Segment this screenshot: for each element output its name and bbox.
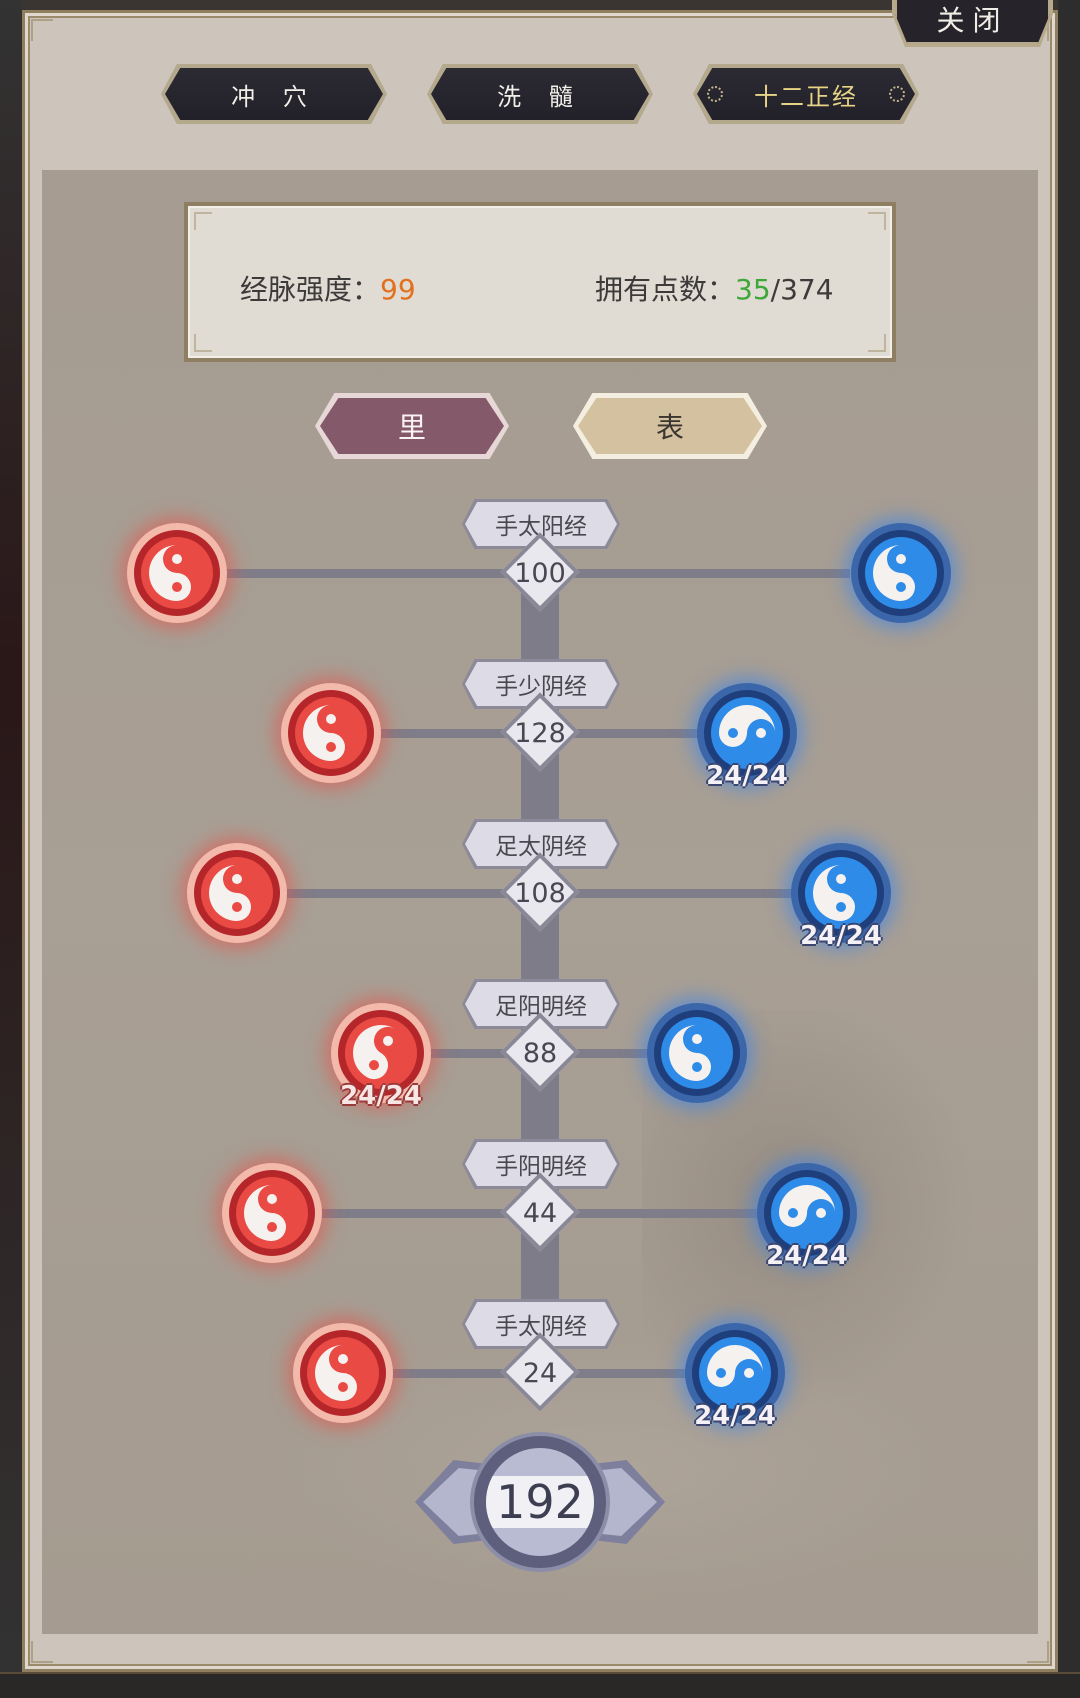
yin-node[interactable] xyxy=(293,1323,393,1423)
corner-ornament xyxy=(194,212,212,230)
badge-circle: 192 xyxy=(470,1432,610,1572)
points-label: 拥有点数： xyxy=(595,273,736,306)
meridian-value: 108 xyxy=(514,877,566,909)
yin-yang-icon xyxy=(865,537,937,609)
bottom-dialog-strip xyxy=(0,1672,1080,1698)
yang-node[interactable]: 24/24 xyxy=(685,1323,785,1431)
yin-yang-icon xyxy=(345,1017,417,1089)
toggle-biao-button[interactable]: 表 xyxy=(573,393,767,459)
yang-node[interactable] xyxy=(647,1003,747,1103)
toggle-label: 里 xyxy=(320,398,504,454)
meridian-row: 手太阳经 100 xyxy=(0,499,1080,642)
tab-chongxue[interactable]: 冲 穴 xyxy=(161,64,387,124)
meridian-row: 手阳明经 44 24/24 xyxy=(0,1139,1080,1282)
meridian-value: 100 xyxy=(514,557,566,589)
yang-node[interactable]: 24/24 xyxy=(791,843,891,951)
yin-yang-icon xyxy=(771,1177,843,1249)
yin-yang-icon xyxy=(307,1337,379,1409)
meridian-row: 手太阴经 24 24/24 xyxy=(0,1299,1080,1442)
meridian-value: 24 xyxy=(522,1357,558,1389)
tab-bar: 冲 穴 洗 髓 十二正经 xyxy=(0,64,1080,124)
yin-yang-icon xyxy=(201,857,273,929)
meridian-value: 128 xyxy=(514,717,566,749)
corner-ornament xyxy=(868,212,886,230)
corner-ornament xyxy=(31,19,53,41)
strength-value: 99 xyxy=(380,273,416,306)
corner-ornament xyxy=(868,334,886,352)
yin-yang-icon xyxy=(805,857,877,929)
yin-yang-icon xyxy=(141,537,213,609)
tab-twelve-meridians[interactable]: 十二正经 xyxy=(693,64,919,124)
node-progress: 24/24 xyxy=(340,1081,422,1111)
node-progress: 24/24 xyxy=(766,1241,848,1271)
total-value-badge: 192 xyxy=(415,1432,665,1572)
yin-node[interactable]: 24/24 xyxy=(331,1003,431,1111)
strength-label: 经脉强度： xyxy=(240,273,381,306)
background-left-edge xyxy=(0,0,22,1698)
yang-node[interactable]: 24/24 xyxy=(697,683,797,791)
meridian-row: 手少阴经 128 24/24 xyxy=(0,659,1080,802)
node-progress: 24/24 xyxy=(706,761,788,791)
yin-node[interactable] xyxy=(222,1163,322,1263)
node-progress: 24/24 xyxy=(694,1401,776,1431)
total-value: 192 xyxy=(486,1475,594,1529)
toggle-label: 表 xyxy=(578,398,762,454)
meridian-row: 足阳明经 88 24/24 xyxy=(0,979,1080,1122)
meridian-value: 44 xyxy=(522,1197,558,1229)
yang-node[interactable] xyxy=(851,523,951,623)
yin-node[interactable] xyxy=(127,523,227,623)
meridian-row: 足太阴经 108 24/24 xyxy=(0,819,1080,962)
flower-ornament-icon xyxy=(889,86,905,102)
yin-yang-icon xyxy=(236,1177,308,1249)
toggle-li-button[interactable]: 里 xyxy=(315,393,509,459)
points-current: 35 xyxy=(735,273,771,306)
close-button[interactable]: 关闭 xyxy=(895,0,1050,44)
meridian-strength: 经脉强度：99 xyxy=(240,268,416,308)
yin-node[interactable] xyxy=(281,683,381,783)
yang-node[interactable]: 24/24 xyxy=(757,1163,857,1271)
tab-label: 十二正经 xyxy=(697,68,915,120)
owned-points: 拥有点数：35/374 xyxy=(595,268,834,308)
meridian-value: 88 xyxy=(522,1037,558,1069)
points-total: /374 xyxy=(770,273,834,306)
tab-label: 冲 穴 xyxy=(165,68,383,120)
yin-yang-icon xyxy=(711,697,783,769)
yin-yang-icon xyxy=(699,1337,771,1409)
tab-xisui[interactable]: 洗 髓 xyxy=(427,64,653,124)
corner-ornament xyxy=(31,1641,53,1663)
yin-yang-icon xyxy=(295,697,367,769)
tab-label: 洗 髓 xyxy=(431,68,649,120)
stats-box: 经脉强度：99 拥有点数：35/374 xyxy=(184,202,896,362)
node-progress: 24/24 xyxy=(800,921,882,951)
corner-ornament xyxy=(1027,1641,1049,1663)
yin-yang-icon xyxy=(661,1017,733,1089)
meridian-name: 手太阳经 xyxy=(465,502,617,546)
flower-ornament-icon xyxy=(707,86,723,102)
badge-face: 192 xyxy=(486,1448,594,1556)
corner-ornament xyxy=(194,334,212,352)
yin-node[interactable] xyxy=(187,843,287,943)
background-right-edge xyxy=(1058,0,1080,1698)
